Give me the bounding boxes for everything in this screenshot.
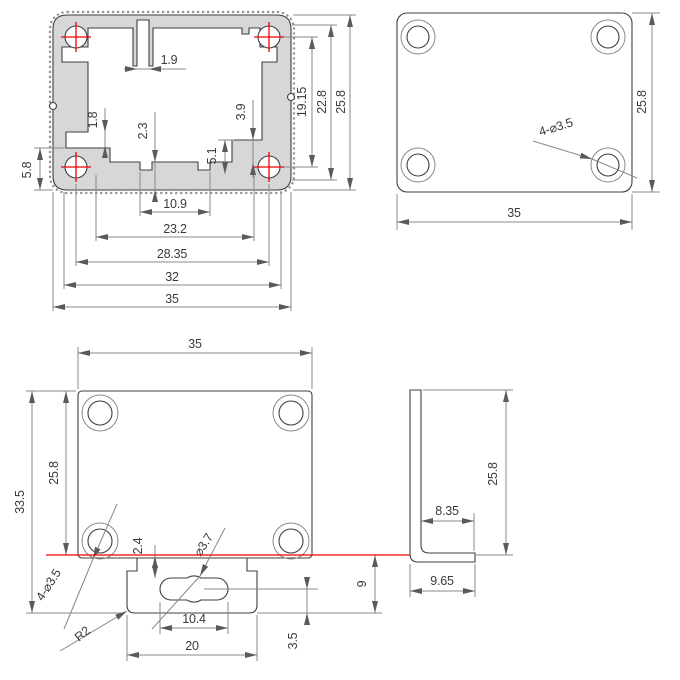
- dim-cap-height: 25.8: [635, 90, 649, 114]
- plate-dimensions: 35 25.8 33.5 4-⌀3.5 2.4 ⌀3.7 R2: [13, 337, 378, 661]
- dim-tab-width: 20: [185, 639, 199, 653]
- hole: [596, 25, 620, 49]
- counterbore: [81, 522, 119, 560]
- counterbore: [590, 19, 626, 55]
- keyhole-slot: [159, 575, 229, 603]
- counterbore: [590, 147, 626, 183]
- counterbore: [81, 394, 119, 432]
- dim-flange-inner: 8.35: [435, 504, 459, 518]
- dim-cap-width: 35: [507, 206, 521, 220]
- dim-inner-span: 23.2: [163, 222, 187, 236]
- hole: [87, 528, 113, 554]
- counterbore: [272, 394, 310, 432]
- dim-body-span: 32: [165, 270, 179, 284]
- dim-slot-offset: 3.5: [286, 632, 300, 649]
- dim-hole-span-v: 19.15: [295, 87, 309, 118]
- section-body: [52, 14, 292, 191]
- cap-outline: [396, 12, 633, 193]
- dim-slot-width: 10.4: [182, 612, 206, 626]
- dim-overall-width: 35: [165, 292, 179, 306]
- edge-notch-left: [48, 101, 58, 111]
- boss-centerlines: [61, 22, 284, 182]
- plate-holes: [81, 394, 310, 560]
- counterbore: [400, 147, 436, 183]
- section-dimensions: 1.9 1.8 2.3 3.9 5.1 5.8: [20, 14, 356, 311]
- dim-plate-height: 25.8: [47, 461, 61, 485]
- top-view-dimensions: 25.8 35 4-⌀3.5: [396, 12, 660, 230]
- top-view: 25.8 35 4-⌀3.5: [396, 12, 660, 230]
- hole: [278, 528, 304, 554]
- dim-tab-height: 9: [355, 580, 369, 587]
- hole: [596, 153, 620, 177]
- counterbore: [400, 19, 436, 55]
- mounting-plate-view: 35 25.8 33.5 4-⌀3.5 2.4 ⌀3.7 R2: [13, 337, 382, 661]
- dim-plate-width: 35: [188, 337, 202, 351]
- dim-step-depth: 2.4: [131, 537, 145, 554]
- dim-total-height: 33.5: [13, 490, 27, 514]
- hole: [406, 25, 430, 49]
- hole: [278, 400, 304, 426]
- extension-lines: [204, 588, 382, 614]
- plate-outline: [77, 390, 313, 559]
- plate-hole-callout: 4-⌀3.5: [33, 566, 64, 603]
- edge-notch-right: [286, 92, 296, 102]
- dim-wall-step: 1.8: [86, 111, 100, 128]
- dim-inner-height: 22.8: [315, 90, 329, 114]
- knurled-edge-texture: [48, 10, 296, 195]
- dim-right-step: 3.9: [234, 103, 248, 120]
- dim-bottom-wall: 2.3: [136, 122, 150, 139]
- dim-side-step: 5.8: [20, 161, 34, 178]
- dim-rib-width: 1.9: [161, 53, 178, 67]
- dim-overall-height: 25.8: [334, 90, 348, 114]
- dim-flange-outer: 9.65: [430, 574, 454, 588]
- side-profile-view: 8.35 9.65 25.8: [409, 389, 513, 597]
- dim-boss-step: 5.1: [205, 147, 219, 164]
- side-profile-outline: [409, 389, 476, 563]
- counterbore: [272, 522, 310, 560]
- hole: [87, 400, 113, 426]
- dim-side-height: 25.8: [486, 462, 500, 486]
- side-view-dimensions: 8.35 9.65 25.8: [409, 389, 513, 597]
- section-view: 1.9 1.8 2.3 3.9 5.1 5.8: [20, 10, 356, 311]
- dim-notch-span: 10.9: [163, 197, 187, 211]
- cap-holes: [400, 19, 626, 183]
- dim-hole-span-h: 28.35: [157, 247, 188, 261]
- hole-callout: 4-⌀3.5: [537, 115, 575, 139]
- corner-radius-callout: R2: [72, 623, 93, 644]
- hole: [406, 153, 430, 177]
